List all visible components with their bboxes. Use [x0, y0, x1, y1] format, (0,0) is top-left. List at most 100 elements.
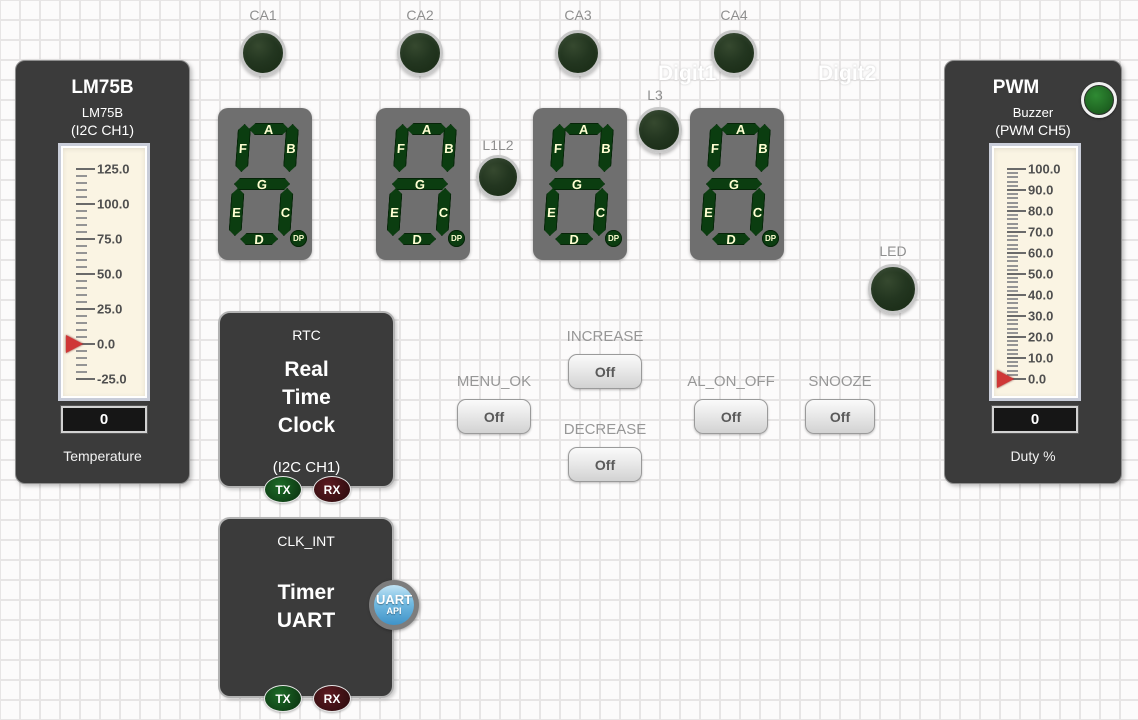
al-on-off-group: AL_ON_OFF Off [681, 373, 781, 434]
gauge-tick [1007, 273, 1026, 275]
gauge-tick [1007, 281, 1018, 284]
gauge-tick [1007, 201, 1018, 204]
gauge-pointer[interactable] [66, 335, 83, 353]
segment-f: F [393, 124, 409, 172]
al-on-off-button[interactable]: Off [694, 399, 768, 434]
segment-e: E [700, 188, 716, 236]
rtc-line3: Clock [277, 414, 336, 437]
gauge-tick [1007, 180, 1018, 183]
gauge-tick [1007, 331, 1018, 334]
gauge-tick-label: 20.0 [1028, 329, 1054, 345]
pwm-title: PWM [992, 77, 1040, 98]
gauge-tick [76, 343, 95, 345]
segment-g: G [392, 178, 449, 190]
gauge-tick [1007, 344, 1018, 347]
gauge-tick [76, 266, 87, 268]
rtc-rx-indicator: RX [313, 476, 351, 503]
gauge-tick [1007, 239, 1018, 242]
gauge-tick [76, 273, 95, 275]
segment-dp: DP [762, 230, 779, 247]
menu-ok-button[interactable]: Off [457, 399, 531, 434]
gauge-tick [1007, 172, 1018, 175]
gauge-tick [76, 245, 87, 247]
pwm-subtitle: Buzzer [1012, 105, 1054, 120]
gauge-tick [1007, 222, 1018, 225]
decrease-button[interactable]: Off [568, 447, 642, 482]
gauge-tick-label: 10.0 [1028, 350, 1054, 366]
gauge-tick [76, 231, 87, 233]
gauge-tick-label: 90.0 [1028, 182, 1054, 198]
decrease-label: DECREASE [563, 421, 647, 438]
gauge-tick [1007, 197, 1018, 200]
led-label-ca1: CA1 [249, 7, 277, 23]
digit1-label: Digit1 [658, 62, 717, 85]
uart-badge-line2: API [386, 606, 402, 616]
segment-d: D [555, 233, 594, 245]
gauge-tick [1007, 214, 1018, 217]
led-label-l3: L3 [647, 87, 663, 103]
gauge-tick [76, 357, 87, 359]
pwm-status-led [1081, 82, 1117, 118]
led-label-led: LED [879, 243, 907, 259]
snooze-label: SNOOZE [808, 373, 872, 390]
gauge-tick-label: 70.0 [1028, 224, 1054, 240]
gauge-tick [1007, 352, 1018, 355]
timer-tx-indicator: TX [264, 685, 302, 712]
gauge-tick [1007, 189, 1026, 191]
gauge-tick [76, 210, 87, 212]
gauge-pointer[interactable] [997, 370, 1014, 388]
gauge-tick [1007, 306, 1018, 309]
gauge-tick [76, 301, 87, 303]
temperature-unit-label: Temperature [63, 448, 142, 464]
led-label-l1l2: L1L2 [482, 137, 514, 153]
segment-dp: DP [448, 230, 465, 247]
temperature-value-box[interactable]: 0 [61, 406, 147, 433]
segment-f: F [707, 124, 723, 172]
segment-c: C [749, 188, 765, 236]
al-on-off-label: AL_ON_OFF [687, 373, 775, 390]
segment-dp: DP [605, 230, 622, 247]
gauge-tick [76, 259, 87, 261]
gauge-tick [1007, 340, 1018, 343]
gauge-tick [76, 189, 87, 191]
led-ca1 [240, 30, 286, 76]
gauge-tick [76, 287, 87, 289]
gauge-tick [1007, 323, 1018, 326]
gauge-tick-label: 40.0 [1028, 287, 1054, 303]
gauge-tick [1007, 327, 1018, 330]
snooze-button[interactable]: Off [805, 399, 875, 434]
gauge-tick [76, 364, 87, 366]
gauge-tick [1007, 205, 1018, 208]
segment-f: F [235, 124, 251, 172]
gauge-tick [76, 217, 87, 219]
led-main [868, 264, 918, 314]
gauge-tick-label: 50.0 [97, 266, 123, 282]
pwm-channel-label: (PWM CH5) [995, 122, 1071, 138]
segment-e: E [543, 188, 559, 236]
gauge-tick [1007, 243, 1018, 246]
gauge-tick [1007, 231, 1026, 233]
gauge-tick [1007, 252, 1026, 254]
uart-api-badge[interactable]: UART API [369, 580, 419, 630]
increase-button[interactable]: Off [568, 354, 642, 389]
led-ca2 [397, 30, 443, 76]
rtc-tx-indicator: TX [264, 476, 302, 503]
segment-a: A [248, 123, 289, 135]
lm75b-channel-label: (I2C CH1) [70, 122, 134, 138]
led-label-ca3: CA3 [564, 7, 592, 23]
gauge-tick [76, 294, 87, 296]
timer-line2: UART [276, 609, 336, 632]
rtc-block: RTC Real Time Clock (I2C CH1) TX RX [218, 311, 395, 503]
duty-value-box[interactable]: 0 [992, 406, 1078, 433]
gauge-tick [1007, 348, 1018, 351]
gauge-tick [76, 224, 87, 226]
segment-g: G [234, 178, 291, 190]
